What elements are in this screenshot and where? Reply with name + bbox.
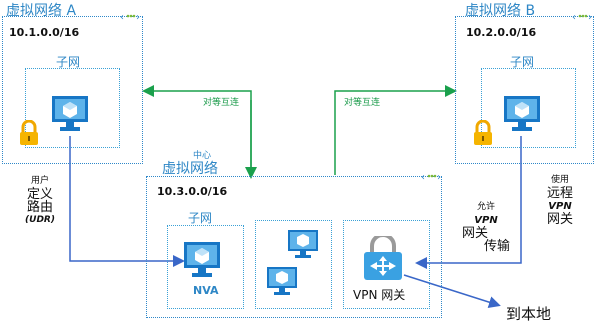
vnet-b-cidr: 10.2.0.0/16 [466, 26, 537, 39]
peering-label-left: 对等互连 [203, 98, 240, 108]
hub-subnet-vms [255, 220, 332, 309]
vnet-b-box [455, 16, 594, 164]
udr-line3: 路由 [26, 200, 53, 215]
hub-subnet-nva [167, 225, 244, 309]
vnet-a-cidr: 10.1.0.0/16 [9, 26, 80, 39]
svg-text:›: › [588, 12, 592, 21]
svg-text:‹: ‹ [120, 12, 124, 21]
allow-transit-label: 允许 VPN 网关 传输 [462, 201, 510, 253]
udr-line1: 用户 [30, 176, 49, 186]
vnet-a-subnet [25, 68, 120, 148]
udr-line2: 定义 [26, 187, 53, 202]
remote-gateway-line [415, 136, 522, 269]
vnet-a-subnet-label: 子网 [56, 55, 81, 69]
peering-label-right: 对等互连 [344, 98, 381, 108]
remote-gw-line2: 远程 [546, 186, 573, 201]
svg-text:›: › [136, 12, 140, 21]
hub-cidr: 10.3.0.0/16 [157, 185, 228, 198]
transit-line3: 网关 [462, 226, 489, 241]
vnet-b-subnet [481, 68, 576, 148]
vnet-b-title: 虚拟网络 B [465, 3, 536, 19]
vnet-b-subnet-label: 子网 [510, 55, 535, 69]
remote-gw-line4: 网关 [546, 212, 573, 227]
on-prem-line [403, 274, 501, 308]
udr-route-line [69, 136, 185, 267]
hub-title-small: 中心 [193, 151, 212, 161]
remote-gw-line3: VPN [548, 201, 572, 212]
transit-line2: VPN [474, 215, 498, 226]
svg-text:‹: ‹ [421, 172, 425, 181]
hub-title: 虚拟网络 [162, 161, 218, 177]
on-prem-label: 到本地 [506, 305, 552, 323]
remote-gateway-label: 使用 远程 VPN 网关 [538, 174, 582, 226]
udr-label: 用户 定义 路由 (UDR) [20, 175, 60, 227]
transit-line1: 允许 [476, 202, 495, 212]
svg-text:›: › [437, 172, 441, 181]
remote-gw-line1: 使用 [550, 175, 569, 185]
peering-line-right [334, 85, 457, 175]
vnet-a-box [2, 16, 143, 164]
transit-line4: 传输 [483, 239, 510, 254]
svg-text:‹: ‹ [572, 12, 576, 21]
udr-line4: (UDR) [25, 215, 55, 225]
nva-label: NVA [193, 284, 219, 297]
gateway-label: VPN 网关 [353, 288, 406, 302]
hub-subnet-label: 子网 [188, 211, 213, 225]
hub-subnet-gateway [343, 220, 430, 309]
vnet-a-title: 虚拟网络 A [6, 3, 77, 19]
hub-vnet-box [146, 176, 442, 318]
